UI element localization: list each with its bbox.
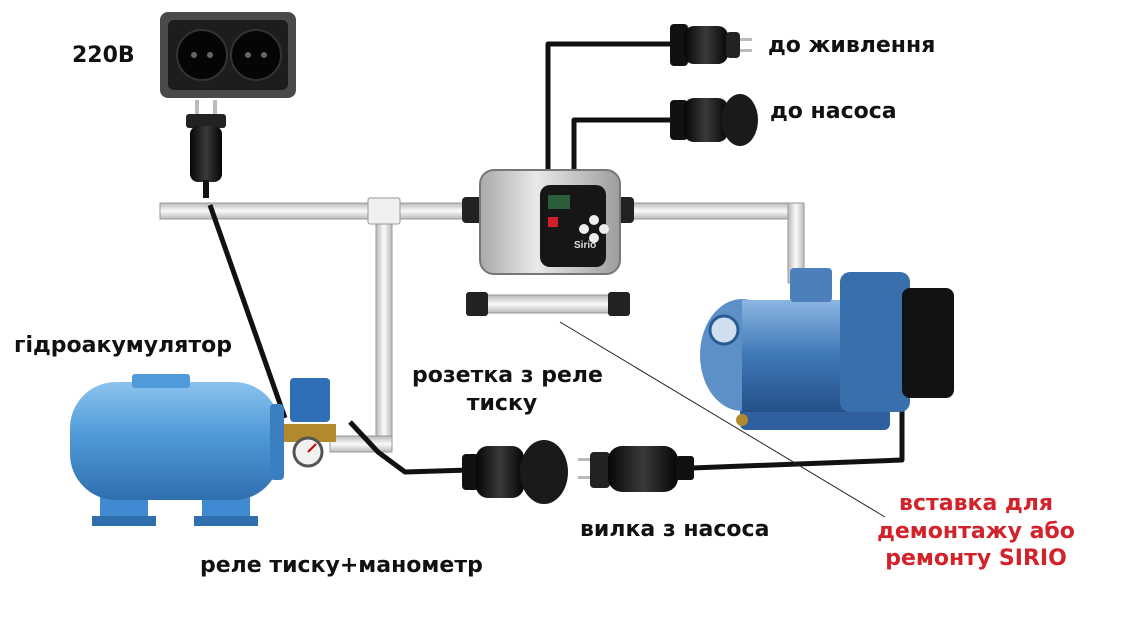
wall-socket-icon bbox=[160, 12, 296, 98]
accumulator-label: гідроакумулятор bbox=[14, 333, 232, 358]
device-brand-label: Sirio bbox=[574, 240, 596, 251]
water-pump-icon bbox=[700, 268, 954, 430]
to-pump-label: до насоса bbox=[770, 99, 897, 124]
pump-socket-icon bbox=[670, 94, 758, 146]
insert-note-line3: ремонту SIRIO bbox=[885, 546, 1067, 571]
relay-socket-label: розетка з реле тиску bbox=[412, 362, 603, 417]
relay-socket-icon bbox=[462, 440, 568, 504]
pump-plug-icon bbox=[578, 446, 694, 492]
relay-socket-label-line1: розетка з реле bbox=[412, 363, 603, 388]
insert-note-label: вставка для демонтажу або ремонту SIRIO bbox=[866, 490, 1086, 573]
sirio-controller-icon: Sirio bbox=[462, 169, 634, 275]
pump-plug-label: вилка з насоса bbox=[580, 517, 770, 542]
spare-pipe-insert-icon bbox=[466, 292, 630, 316]
voltage-label: 220В bbox=[72, 43, 135, 68]
accumulator-tank-icon bbox=[70, 374, 284, 526]
insert-note-line2: демонтажу або bbox=[877, 518, 1075, 544]
pipe-system bbox=[159, 197, 805, 453]
mains-plug-icon bbox=[186, 100, 226, 198]
leader-line bbox=[559, 321, 886, 518]
relay-socket-label-line2: тиску bbox=[466, 390, 538, 416]
to-power-label: до живлення bbox=[768, 33, 936, 58]
relay-gauge-label: реле тиску+манометр bbox=[200, 553, 483, 578]
pressure-switch-gauge-icon bbox=[284, 378, 336, 468]
insert-note-line1: вставка для bbox=[899, 491, 1053, 516]
power-plug-icon bbox=[670, 24, 752, 66]
